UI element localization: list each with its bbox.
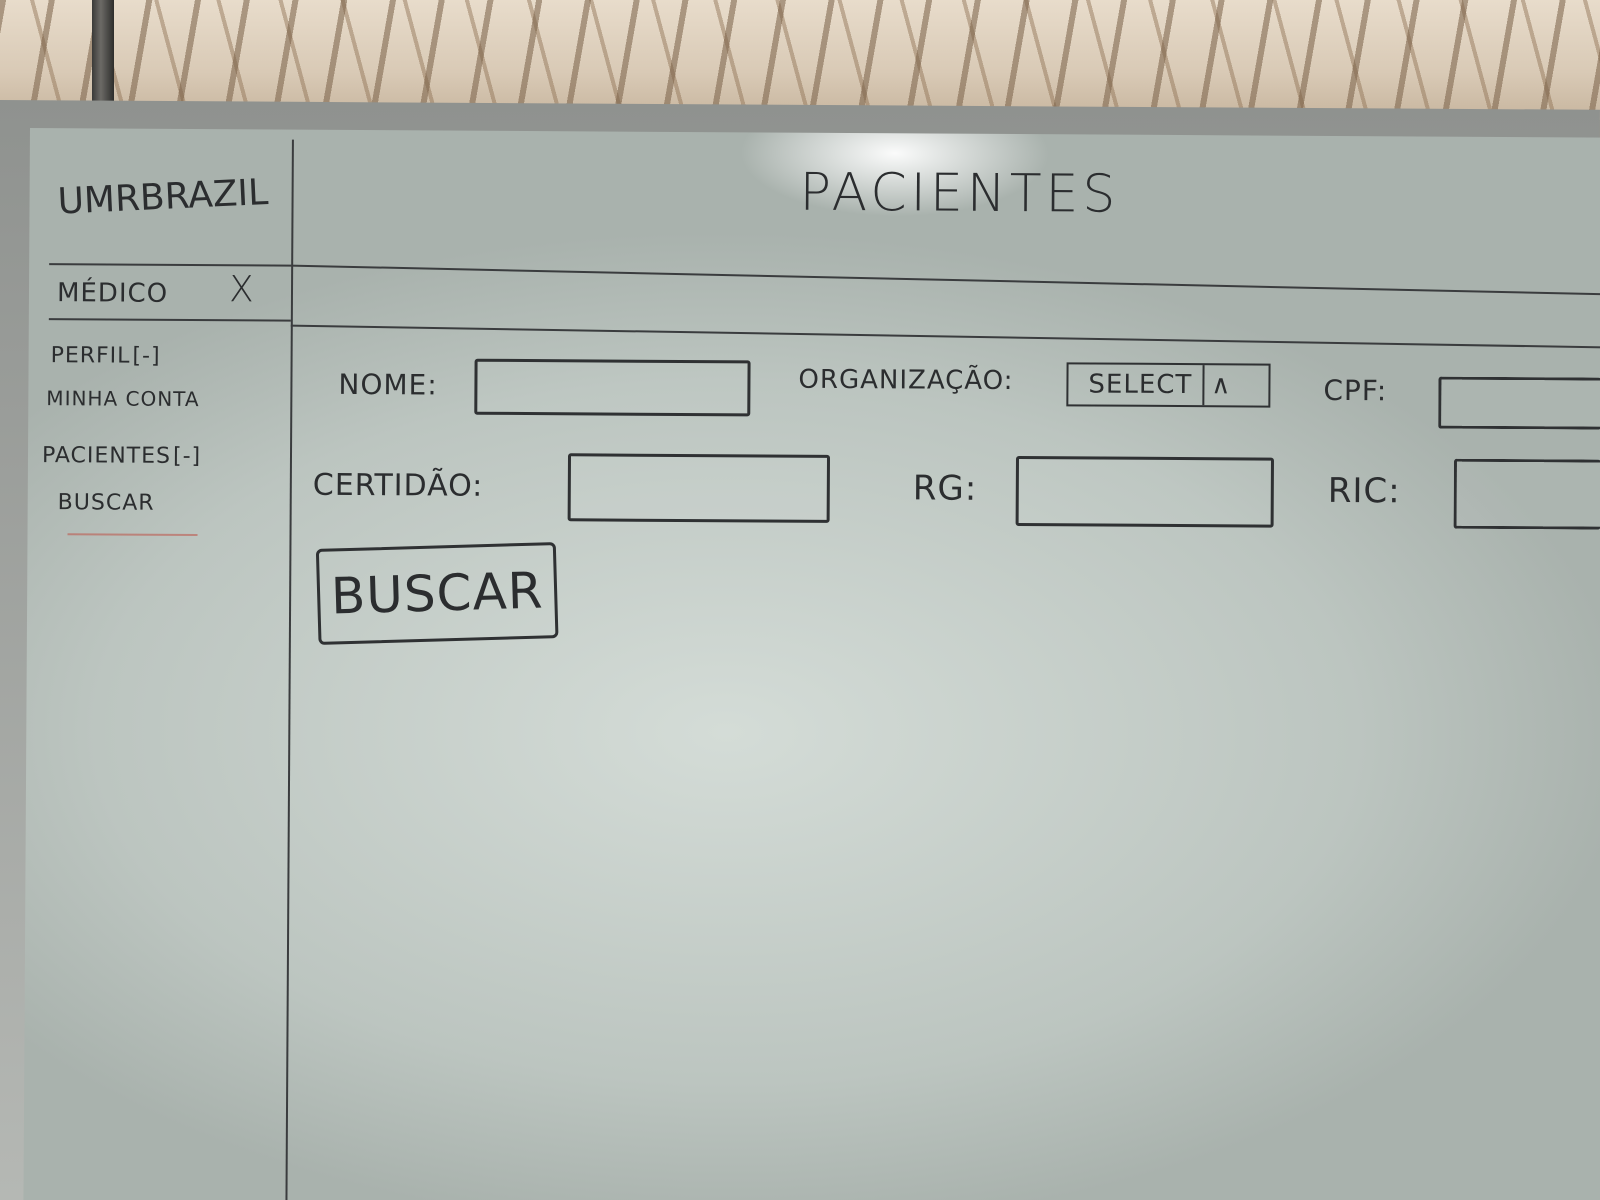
certidao-field[interactable] bbox=[567, 453, 831, 523]
user-role-label: MÉDICO bbox=[56, 278, 169, 309]
window-curtain-background bbox=[0, 0, 1600, 120]
sidebar-item-label: PERFIL bbox=[50, 343, 131, 369]
sidebar-nav-divider bbox=[48, 318, 291, 322]
nome-field[interactable] bbox=[474, 358, 751, 417]
organizacao-select[interactable]: SELECT ∧ bbox=[1066, 362, 1271, 408]
header-top-divider bbox=[291, 264, 1600, 296]
rg-field[interactable] bbox=[1015, 456, 1275, 528]
wireframe-page: UMRBRAZIL MÉDICO X PERFIL[-] MINHA CONTA… bbox=[23, 128, 1600, 1200]
page-title: PACIENTES bbox=[799, 162, 1120, 225]
sidebar-item-label: PACIENTES bbox=[41, 443, 172, 469]
chevron-up-icon: ∧ bbox=[1211, 370, 1232, 401]
search-button[interactable]: BUSCAR bbox=[315, 542, 559, 645]
header-divider bbox=[290, 324, 1600, 349]
ric-label: RIC: bbox=[1327, 470, 1401, 512]
nome-label: NOME: bbox=[338, 367, 438, 402]
organizacao-label: ORGANIZAÇÃO: bbox=[798, 364, 1014, 397]
certidao-label: CERTIDÃO: bbox=[312, 467, 484, 504]
close-icon[interactable]: X bbox=[228, 269, 255, 311]
app-logo: UMRBRAZIL bbox=[56, 171, 270, 223]
collapse-toggle[interactable]: [-] bbox=[172, 443, 202, 470]
sidebar-item-label: BUSCAR bbox=[57, 490, 155, 516]
ric-field[interactable] bbox=[1453, 458, 1600, 530]
active-item-underline bbox=[67, 533, 198, 537]
select-value: SELECT bbox=[1068, 364, 1205, 406]
sidebar-item-minha-conta[interactable]: MINHA CONTA bbox=[46, 386, 199, 411]
sidebar-item-perfil[interactable]: PERFIL[-] bbox=[51, 343, 161, 369]
window-frame-pole bbox=[92, 0, 114, 110]
sidebar-item-pacientes[interactable]: PACIENTES[-] bbox=[42, 443, 201, 469]
cpf-label: CPF: bbox=[1323, 373, 1388, 408]
sidebar-item-buscar[interactable]: BUSCAR bbox=[58, 490, 155, 516]
sidebar-divider bbox=[285, 139, 294, 1200]
cpf-field[interactable] bbox=[1438, 376, 1600, 430]
collapse-toggle[interactable]: [-] bbox=[132, 343, 161, 369]
sidebar-item-label: MINHA CONTA bbox=[46, 386, 200, 412]
sidebar-user-divider bbox=[49, 263, 292, 267]
rg-label: RG: bbox=[912, 468, 978, 509]
